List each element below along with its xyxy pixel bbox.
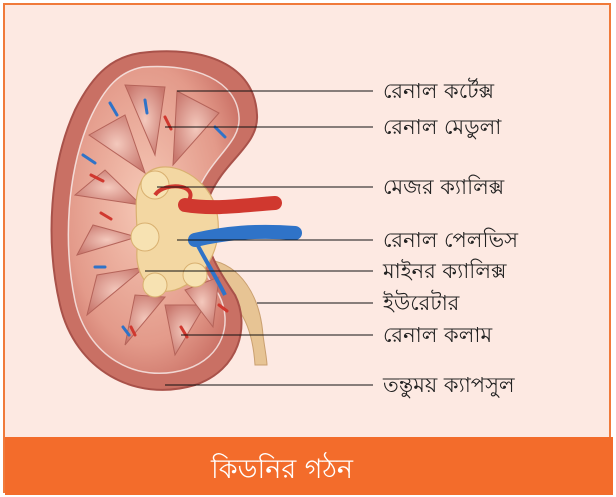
label-renal-column: রেনাল কলাম xyxy=(383,319,492,354)
caption-title: কিডনির গঠন xyxy=(211,449,353,494)
label-ureter: ইউরেটার xyxy=(383,287,459,322)
kidney-illustration xyxy=(5,5,609,435)
label-renal-cortex: রেনাল কর্টেক্স xyxy=(383,75,494,110)
renal-artery xyxy=(185,203,275,207)
diagram-frame: রেনাল কর্টেক্স রেনাল মেডুলা মেজর ক্যালিক… xyxy=(3,3,611,493)
label-minor-calyx: মাইনর ক্যালিক্স xyxy=(383,255,506,290)
label-major-calyx: মেজর ক্যালিক্স xyxy=(383,171,504,206)
label-renal-medulla: রেনাল মেডুলা xyxy=(383,111,501,146)
label-renal-pelvis: রেনাল পেলভিস xyxy=(383,224,518,259)
renal-vein xyxy=(195,232,295,240)
caption-bar: কিডনির গঠন xyxy=(5,437,613,495)
label-fibrous-capsule: তন্তুময় ক্যাপসুল xyxy=(383,369,515,404)
